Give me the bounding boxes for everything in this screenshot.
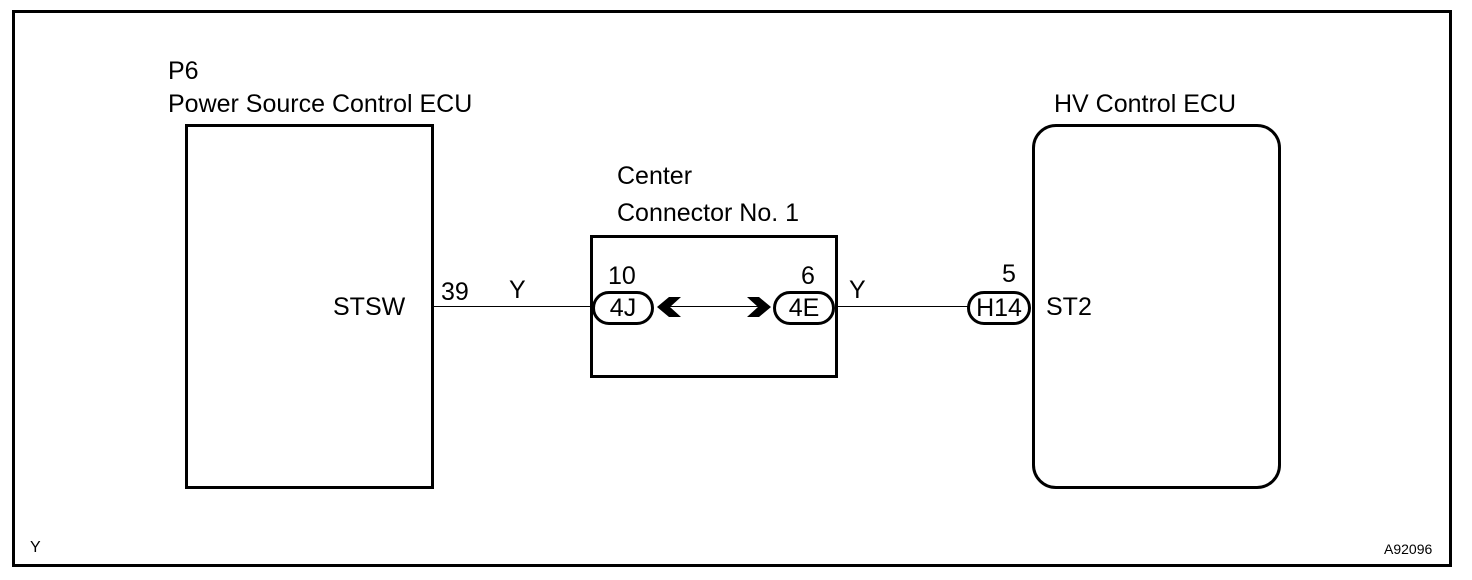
center-left-pin: 10 bbox=[608, 262, 636, 290]
connector-4j: 4J bbox=[592, 291, 654, 325]
connector-4e: 4E bbox=[773, 291, 835, 325]
left-ecu-pin: 39 bbox=[441, 278, 469, 306]
right-ecu-terminal: ST2 bbox=[1046, 293, 1092, 321]
wire-color-left: Y bbox=[509, 276, 526, 304]
right-ecu-box bbox=[1032, 124, 1281, 489]
right-ecu-name: HV Control ECU bbox=[1054, 90, 1236, 118]
left-ecu-name: Power Source Control ECU bbox=[168, 90, 473, 118]
wire-right bbox=[836, 306, 968, 307]
right-chevron-icon bbox=[747, 297, 771, 317]
wire-color-right: Y bbox=[849, 276, 866, 304]
diagram-frame bbox=[12, 10, 1452, 567]
figure-code: A92096 bbox=[1384, 541, 1433, 557]
left-chevron-icon bbox=[657, 297, 681, 317]
wire-left bbox=[434, 306, 592, 307]
right-ecu-pin: 5 bbox=[1002, 260, 1016, 288]
left-ecu-code: P6 bbox=[168, 57, 199, 85]
footer-left-label: Y bbox=[30, 539, 41, 556]
center-connector-title-line1: Center bbox=[617, 162, 693, 190]
center-connector-title-line2: Connector No. 1 bbox=[617, 199, 800, 227]
center-right-pin: 6 bbox=[801, 262, 815, 290]
wire-inside-connector bbox=[660, 306, 768, 307]
left-ecu-terminal: STSW bbox=[333, 293, 406, 321]
left-ecu-box bbox=[185, 124, 434, 489]
connector-h14: H14 bbox=[967, 291, 1031, 325]
